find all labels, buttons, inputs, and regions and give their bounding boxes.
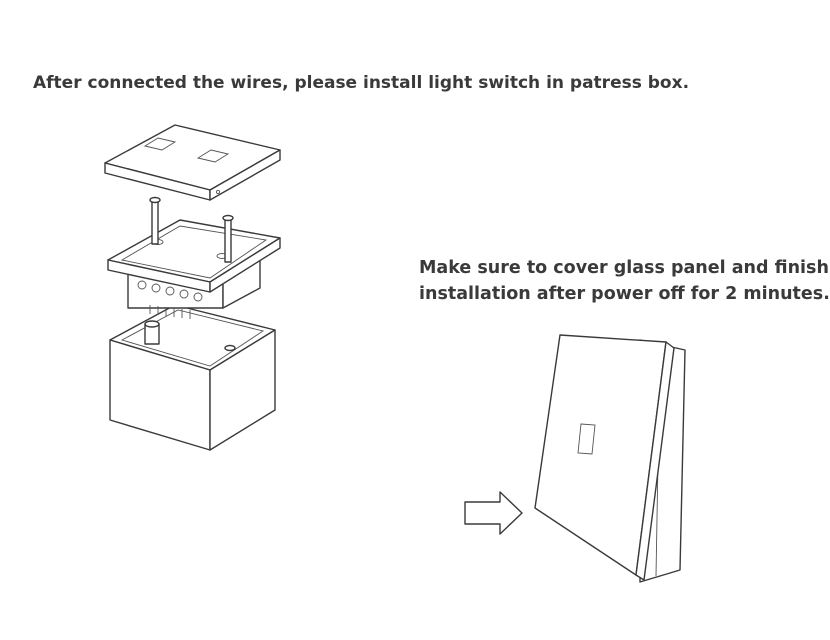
power-off-instruction-line-1: Make sure to cover glass panel and finis…: [419, 258, 829, 278]
glass-panel-cover-illustration: [464, 334, 686, 583]
push-arrow-icon: [464, 491, 523, 535]
exploded-switch-installation-illustration: [104, 124, 281, 451]
power-off-instruction-line-2: installation after power off for 2 minut…: [419, 284, 830, 304]
installation-instruction-text: After connected the wires, please instal…: [33, 73, 690, 93]
mounting-screws: [149, 196, 234, 263]
glass-panel: [104, 124, 281, 201]
switch-module: [107, 219, 281, 319]
glass-cover: [534, 334, 675, 581]
power-off-instruction-text: Make sure to cover glass panel and finis…: [419, 255, 830, 307]
patress-box: [109, 304, 276, 451]
